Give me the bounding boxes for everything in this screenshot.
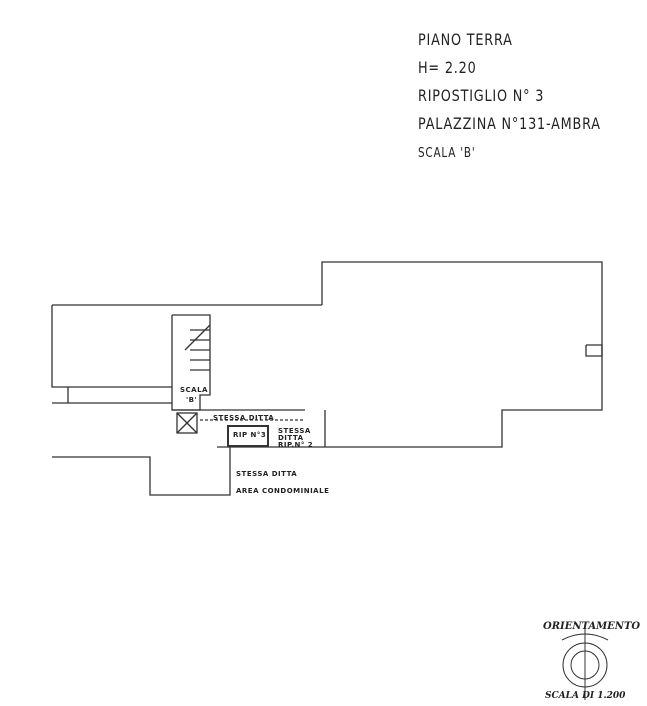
rip3-room	[200, 419, 305, 447]
common-area-label: AREA CONDOMINIALE	[236, 487, 330, 495]
staircase-label: SCALA 'B'	[418, 146, 476, 161]
stair-label: SCALA	[180, 386, 208, 394]
lift-shaft	[176, 412, 198, 434]
height-label: H= 2.20	[418, 58, 477, 77]
scale-label: SCALA DI 1.200	[545, 691, 626, 701]
compass	[561, 628, 609, 700]
building-outline	[51, 261, 603, 496]
rip2-label: STESSA DITTA RIP.N° 2	[278, 428, 313, 449]
floor-title: PIANO TERRA	[418, 30, 513, 49]
rip2-line2: DITTA	[278, 434, 304, 442]
same-owner-bottom: STESSA DITTA	[236, 470, 298, 478]
orientation-label: ORIENTAMENTO	[543, 621, 641, 632]
staircase	[171, 314, 305, 411]
rip2-line1: STESSA	[278, 427, 311, 435]
same-owner-top: STESSA DITTA	[213, 414, 275, 422]
stair-letter: 'B'	[186, 396, 198, 404]
unit-label: RIPOSTIGLIO N° 3	[418, 86, 545, 105]
building-label: PALAZZINA N°131-AMBRA	[418, 114, 601, 133]
rip3-label: RIP N°3	[233, 431, 267, 439]
rip2-line3: RIP.N° 2	[278, 441, 314, 449]
